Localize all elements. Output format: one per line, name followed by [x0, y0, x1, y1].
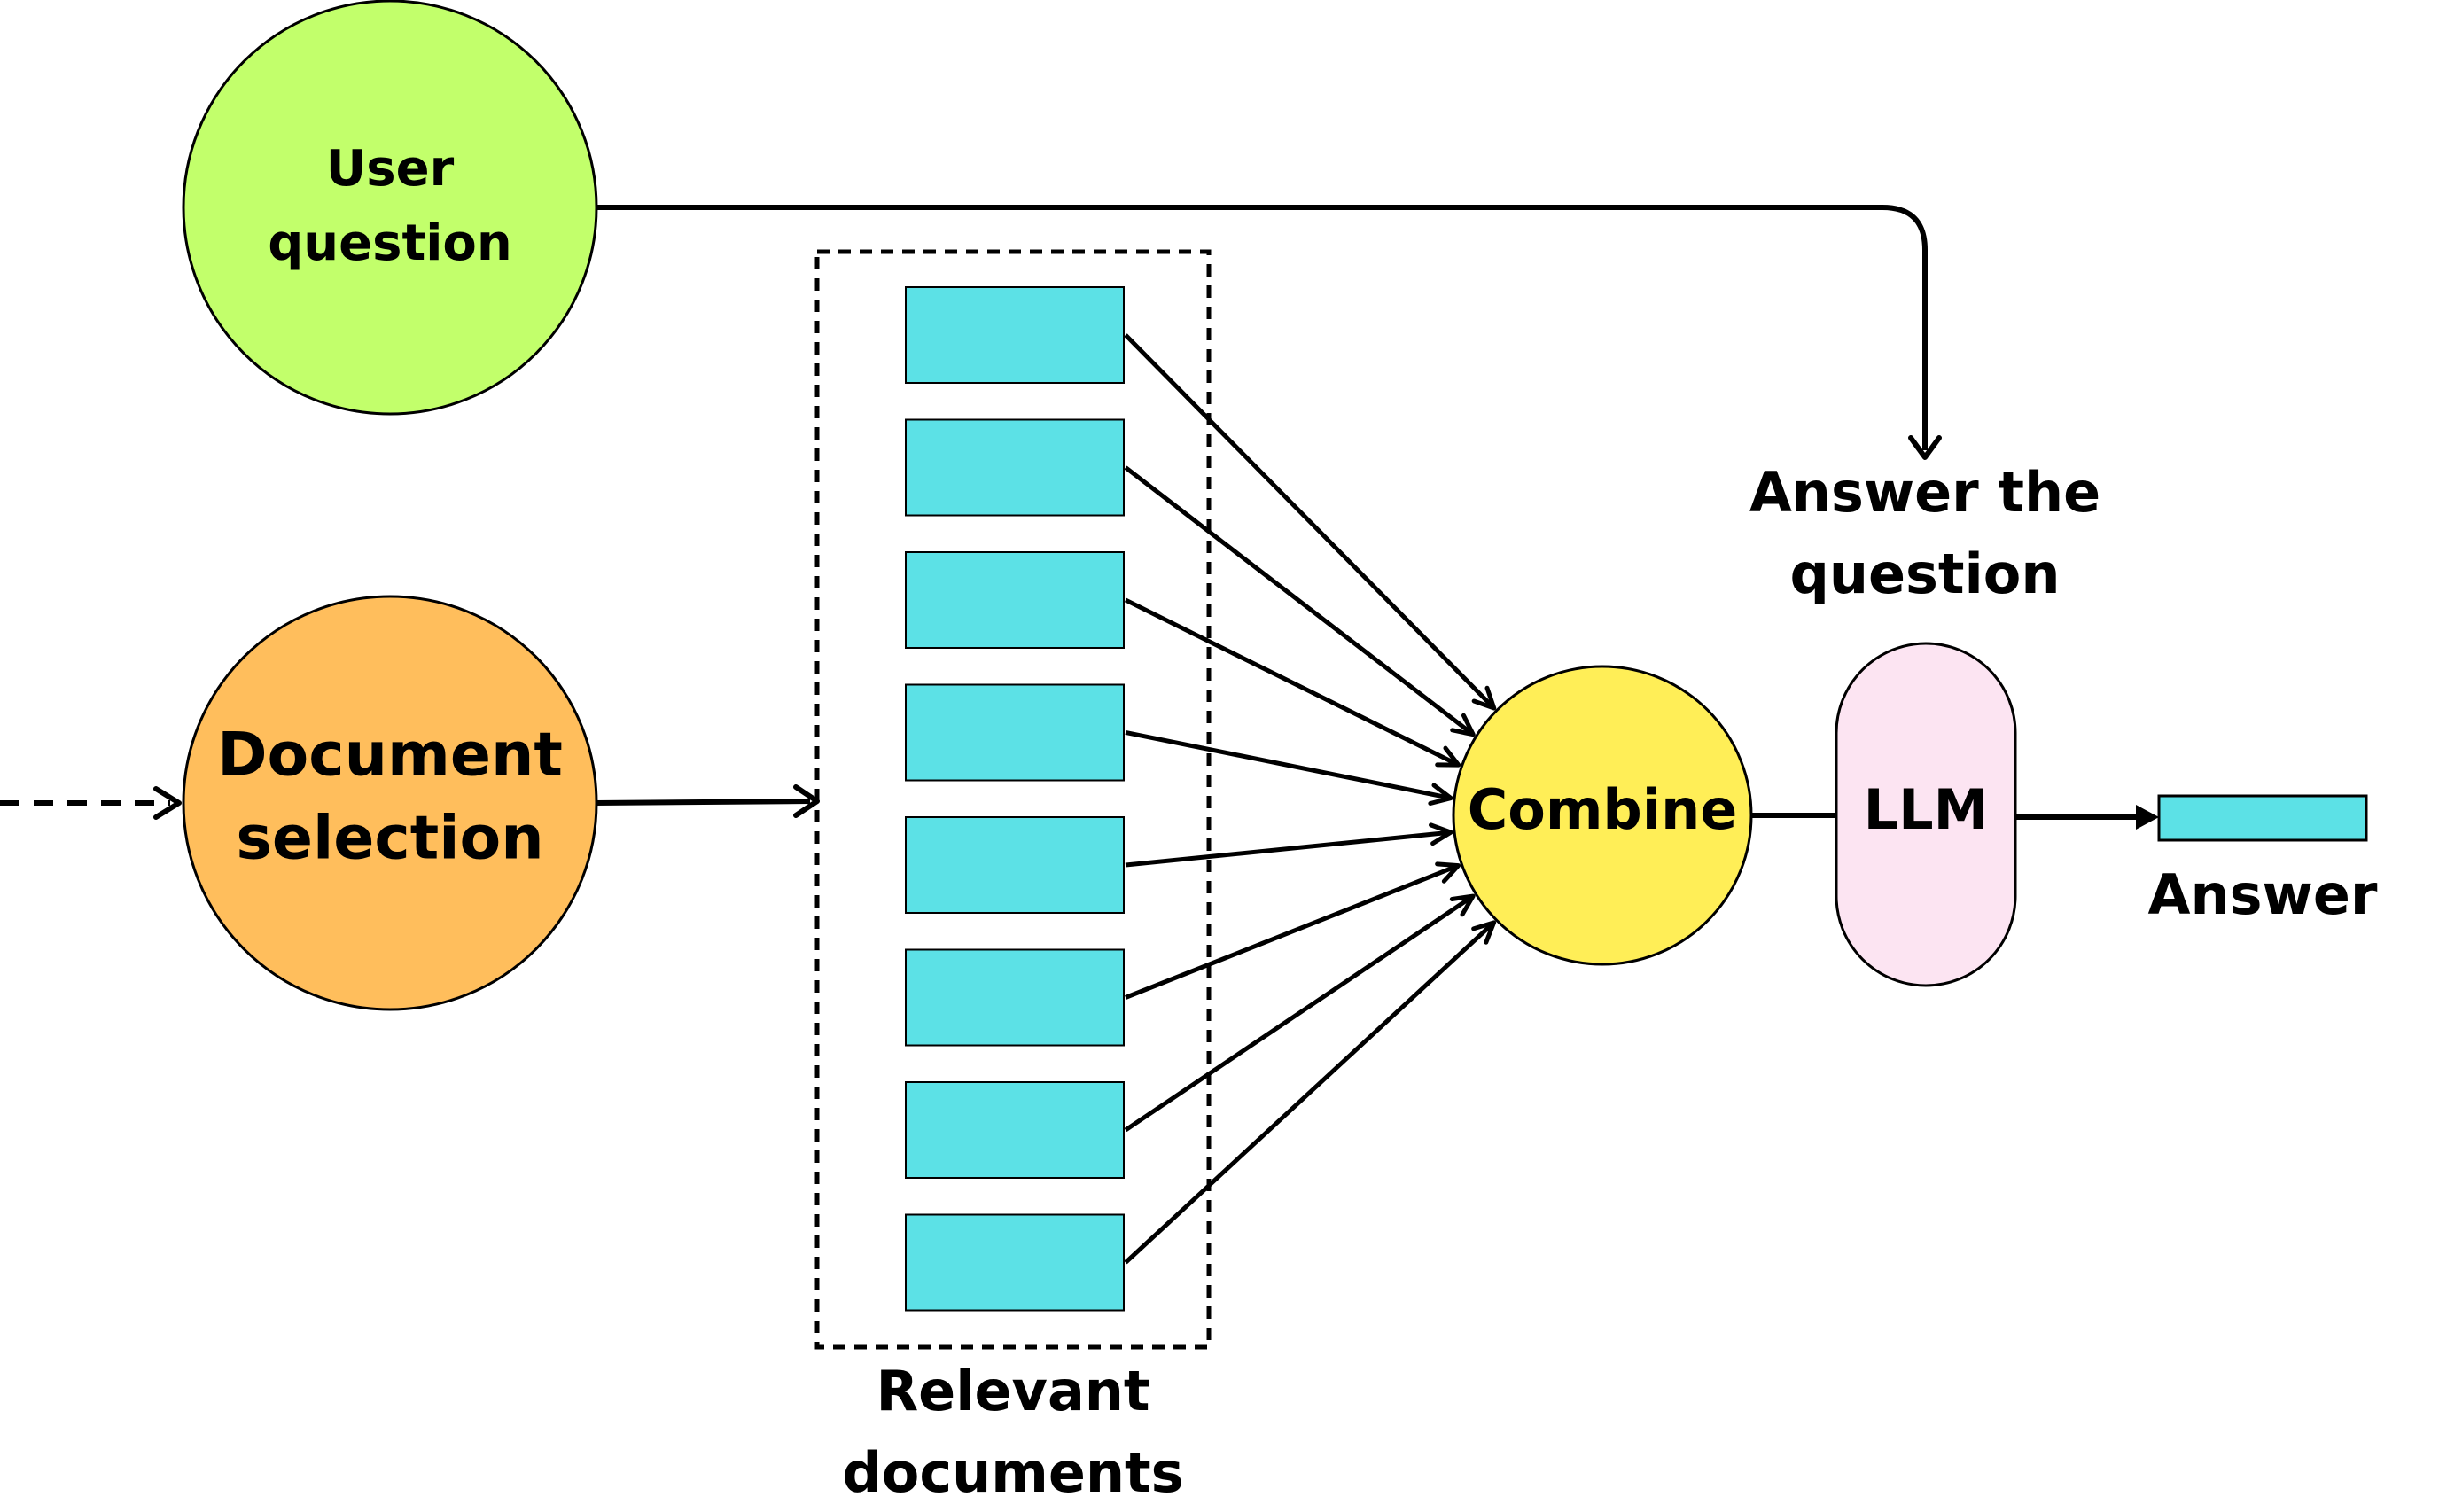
edge-input-to-document-selection: [0, 786, 182, 820]
document-to-combine-arrow: [1124, 597, 1461, 768]
relevant-documents-box: [814, 249, 1212, 1350]
document-block: [905, 948, 1125, 1047]
relevant-documents-label-line-2: documents: [842, 1440, 1183, 1505]
document-to-combine-arrow: [1124, 920, 1497, 1265]
document-block: [905, 816, 1125, 914]
answer-label: Answer: [2148, 862, 2378, 927]
document-to-combine-arrow: [1125, 822, 1453, 868]
llm-pill: [1835, 642, 2017, 987]
combine-circle: [1452, 665, 1753, 966]
document-to-combine-arrow: [1124, 893, 1476, 1133]
llm-label: LLM: [1864, 777, 1989, 842]
combine-node: Combine: [1452, 665, 1753, 966]
llm-node: LLM: [1835, 642, 2017, 987]
document-selection-label-line-2: selection: [236, 804, 543, 874]
user-question-label-line-1: User: [326, 140, 455, 198]
relevant-documents-group: Relevant documents: [814, 249, 1497, 1505]
answer-the-question-label: Answer the question: [1749, 460, 2100, 606]
user-question-node: User question: [182, 0, 598, 416]
edge-llm-to-answer: [2015, 805, 2159, 830]
combine-label: Combine: [1468, 777, 1738, 842]
edge-document-selection-to-relevant-documents: [595, 784, 820, 818]
answer-step-label-line-2: question: [1789, 542, 2060, 606]
document-to-combine-arrow: [1124, 333, 1497, 711]
document-to-combine-arrow: [1125, 730, 1453, 806]
answer-step-label-line-1: Answer the: [1749, 460, 2100, 525]
document-to-combine-arrow: [1125, 861, 1461, 1000]
document-block: [905, 551, 1125, 649]
answer-node: Answer: [2148, 794, 2378, 927]
document-block: [905, 286, 1125, 384]
document-block: [905, 1081, 1125, 1179]
document-to-combine-arrow: [1124, 465, 1476, 737]
document-block: [905, 683, 1125, 782]
relevant-documents-label-line-1: Relevant: [876, 1359, 1149, 1423]
document-selection-node: Document selection: [182, 595, 598, 1011]
document-block: [905, 418, 1125, 517]
document-blocks: [905, 286, 1125, 1312]
document-to-combine-edges: [1124, 333, 1497, 1265]
document-selection-circle: [182, 595, 598, 1011]
user-question-circle: [182, 0, 598, 416]
answer-block: [2157, 794, 2368, 842]
edge-user-question-to-llm: [596, 205, 1942, 460]
document-block: [905, 1213, 1125, 1312]
user-question-label-line-2: question: [268, 214, 512, 272]
document-selection-label-line-1: Document: [217, 721, 563, 791]
